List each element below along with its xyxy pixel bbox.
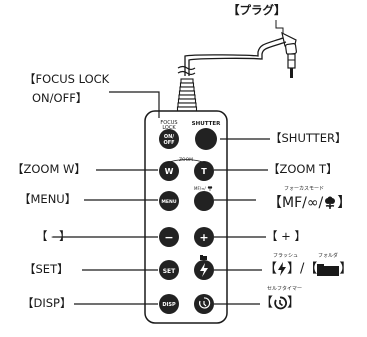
flower-icon: [207, 186, 213, 191]
zoom-w-button-label: W: [165, 167, 174, 176]
cable-break: [177, 65, 196, 76]
disp-label: 【DISP】: [22, 296, 72, 310]
zoom-t-label: 【ZOOM T】: [268, 162, 338, 176]
remote-mf-label: MF/∞/: [194, 186, 206, 191]
minus-button-label: −: [164, 231, 173, 244]
leader-lines: [53, 91, 270, 305]
focus-mode-text: MF/∞/: [282, 195, 324, 211]
self-timer-open-bracket: 【: [260, 295, 274, 311]
zoom-t-button[interactable]: [194, 161, 214, 181]
set-button[interactable]: [159, 260, 179, 280]
flash-folder-separator: 】/【: [287, 261, 318, 277]
flash-folder-close-bracket: 】: [339, 261, 353, 277]
disp-button-label: DISP: [162, 302, 176, 308]
focus-mode-open-bracket: 【: [268, 195, 282, 211]
flash-icon: [278, 262, 287, 276]
self-timer-icon: [199, 297, 211, 309]
folder-caption: フォルダ: [318, 253, 339, 259]
cable: [188, 41, 287, 76]
flash-icon: [200, 263, 208, 277]
set-button-label: SET: [163, 268, 176, 275]
focus-mode-label: 【MF/∞/ 】: [268, 196, 351, 210]
menu-label: 【MENU】: [19, 192, 77, 206]
on-off-button-label: OFF: [163, 140, 174, 146]
zoom-t-button-label: T: [201, 167, 207, 176]
flash-caption: フラッシュ: [273, 253, 299, 259]
on-off-button-label: ON/: [164, 134, 174, 140]
menu-button-label: MENU: [161, 199, 177, 205]
remote-zoom-label: ZOOM: [179, 157, 193, 163]
remote-shutter-label: SHUTTER: [192, 121, 221, 127]
self-timer-label: 【】: [260, 296, 300, 310]
minus-button[interactable]: [159, 227, 179, 247]
plug: [281, 31, 297, 78]
focus-mode-caption: フォーカスモード: [284, 186, 325, 192]
zoom-w-button[interactable]: [159, 161, 179, 181]
shutter-button[interactable]: [195, 128, 217, 150]
focus-lock-label-line2: ON/OFF】: [32, 91, 88, 105]
plus-button-label: +: [199, 231, 208, 244]
self-timer-caption: セルフタイマー: [267, 286, 303, 292]
flower-icon: [325, 196, 336, 209]
plus-label: 【 + 】: [266, 229, 306, 243]
folder-icon: [317, 264, 340, 276]
plus-button[interactable]: [194, 227, 214, 247]
focus-lock-label-line1: 【FOCUS LOCK: [24, 72, 110, 86]
minus-label: 【 - 】: [36, 229, 71, 243]
zoom-arc: [165, 159, 207, 164]
shutter-label: 【SHUTTER】: [270, 131, 347, 145]
remote-focus-label: FOCUS: [160, 120, 177, 126]
flash-folder-label: 【】/【 】: [264, 262, 352, 276]
focus-lock-button[interactable]: [159, 129, 179, 149]
cable: [184, 37, 284, 76]
focus-mode-close-bracket: 】: [337, 195, 352, 211]
self-timer-icon: [274, 296, 288, 310]
focus-mode-button[interactable]: [194, 191, 214, 211]
flash-open-bracket: 【: [264, 261, 278, 277]
zoom-w-label: 【ZOOM W】: [12, 162, 86, 176]
strain-relief: [176, 78, 198, 112]
self-timer-close-bracket: 】: [287, 295, 301, 311]
set-label: 【SET】: [24, 262, 69, 276]
disp-button[interactable]: [159, 294, 179, 314]
menu-button[interactable]: [159, 191, 179, 211]
folder-icon: [200, 255, 207, 260]
plug-label: 【プラグ】: [228, 3, 286, 17]
remote-lock-label: LOCK: [162, 125, 176, 131]
